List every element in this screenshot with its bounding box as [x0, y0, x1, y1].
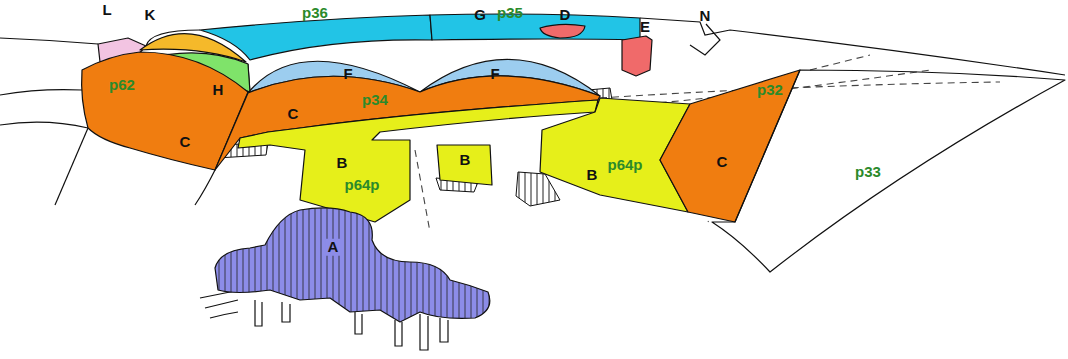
region-label: C [180, 134, 191, 151]
region-label: p35 [497, 5, 523, 22]
region-label: p64p [607, 157, 642, 174]
region-label: L [102, 2, 111, 19]
region-label: D [560, 7, 571, 24]
region-label: B [337, 155, 348, 172]
layer-block-shape [615, 18, 660, 78]
layer-lens: D [535, 5, 590, 43]
region-label: p62 [109, 77, 135, 94]
region-label: p34 [362, 92, 388, 109]
layer-band-shape [430, 0, 642, 45]
region-label: p36 [302, 5, 328, 22]
region-label: C [288, 106, 299, 123]
region-label: p64p [344, 177, 379, 194]
region-label: F [490, 66, 499, 83]
region-label: E [640, 19, 650, 36]
layer-block: E [615, 18, 660, 78]
region-label: K [145, 7, 156, 24]
section-label: p32 [757, 82, 783, 99]
layer-block: B [435, 143, 495, 187]
region-label: B [460, 152, 471, 169]
region-label: C [717, 154, 728, 171]
layer-region-shape [700, 68, 1066, 274]
region-label: p33 [855, 164, 881, 181]
region-label: B [587, 167, 598, 184]
section-label: G [474, 7, 486, 24]
region-label: F [343, 66, 352, 83]
layer-region: p33 [700, 68, 1066, 274]
region-label: A [326, 239, 341, 256]
region-label: H [213, 82, 224, 99]
cave-fill: A [212, 204, 492, 328]
section-label: N [700, 8, 711, 25]
cave-fill-shape [212, 204, 492, 328]
layer-band: p35 D [430, 0, 642, 45]
